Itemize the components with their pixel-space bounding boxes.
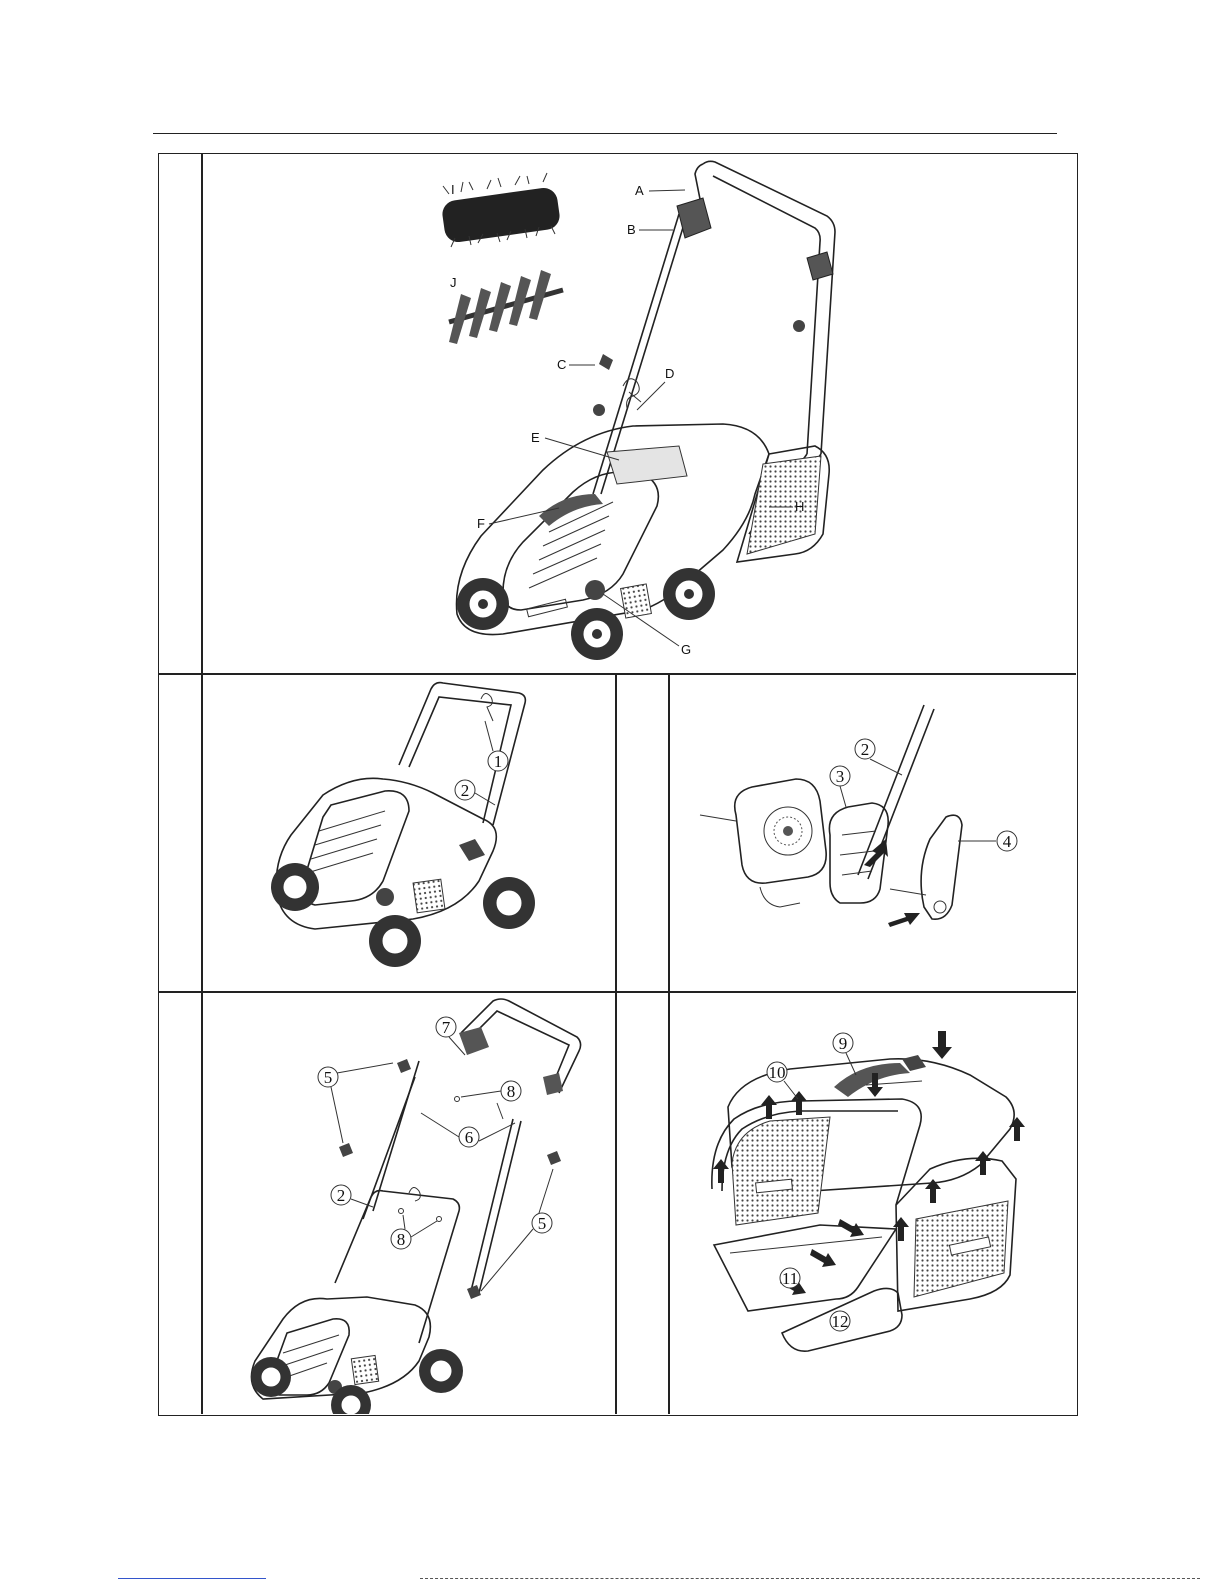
label-H: H xyxy=(795,499,804,514)
wheel xyxy=(457,578,509,630)
grass-box-assembly xyxy=(712,1031,1025,1351)
aerator-body xyxy=(457,424,830,660)
footer-rule xyxy=(420,1578,1200,1579)
label-E: E xyxy=(531,430,540,445)
callout-4: 4 xyxy=(1003,832,1012,851)
overview-figure: I J xyxy=(203,154,1076,673)
callout-3: 3 xyxy=(836,767,845,786)
callout-10: 10 xyxy=(769,1063,786,1082)
label-J: J xyxy=(450,275,457,290)
callout-8: 8 xyxy=(507,1082,516,1101)
label-F: F xyxy=(477,516,485,531)
callout-2: 2 xyxy=(337,1186,346,1205)
step3-figure: 7 5 8 6 2 8 5 xyxy=(203,993,615,1414)
callout-8: 8 xyxy=(397,1230,406,1249)
handle-attachment-detail xyxy=(700,705,962,927)
blade-shaft-image xyxy=(449,270,563,344)
label-G: G xyxy=(681,642,691,657)
step2-figure: 2 3 4 xyxy=(670,675,1076,991)
callout-2: 2 xyxy=(861,740,870,759)
figure-grid: I J xyxy=(158,153,1078,1416)
wheel xyxy=(571,608,623,660)
callout-5: 5 xyxy=(538,1214,547,1233)
callout-12: 12 xyxy=(832,1312,849,1331)
spike-roller-image xyxy=(441,173,562,247)
callout-2: 2 xyxy=(461,781,470,800)
wheel xyxy=(663,568,715,620)
callout-1: 1 xyxy=(494,752,503,771)
callout-9: 9 xyxy=(839,1034,848,1053)
callout-6: 6 xyxy=(465,1128,474,1147)
callout-11: 11 xyxy=(782,1269,798,1288)
aerator-folded-handle xyxy=(271,683,535,967)
label-I: I xyxy=(451,182,455,197)
column-divider xyxy=(615,673,617,1414)
footer-link-underline[interactable] xyxy=(118,1578,266,1579)
label-B: B xyxy=(627,222,636,237)
header-rule xyxy=(153,133,1057,134)
callout-7: 7 xyxy=(442,1018,451,1037)
label-C: C xyxy=(557,357,566,372)
step4-figure: 9 10 11 12 xyxy=(670,993,1076,1414)
label-A: A xyxy=(635,183,644,198)
handle-exploded-view xyxy=(251,999,581,1414)
label-D: D xyxy=(665,366,674,381)
callout-5: 5 xyxy=(324,1068,333,1087)
step1-figure: 1 2 xyxy=(203,675,615,991)
